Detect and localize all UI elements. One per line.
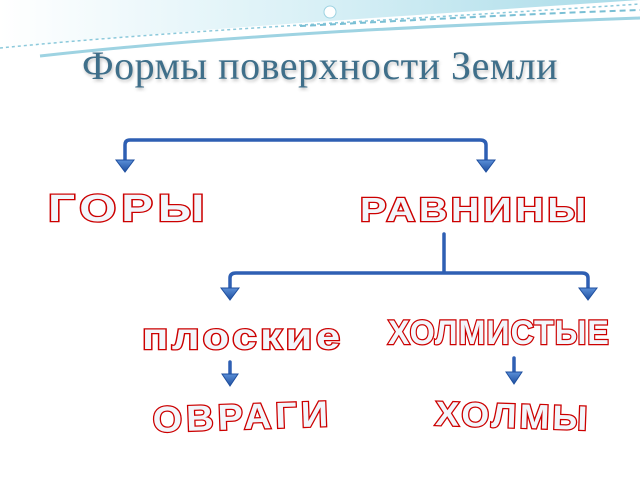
arrow-head-holmistye xyxy=(578,287,598,301)
node-ovragi: ОВРАГИ xyxy=(151,392,335,442)
node-holmy: ХОЛМЫ xyxy=(433,394,592,440)
decoration-dot xyxy=(323,5,337,19)
arrow-head-gory xyxy=(115,159,135,173)
top-branch-connector xyxy=(123,138,488,167)
holmistye-to-holmy-arrow xyxy=(505,356,523,385)
node-ploskie: плоские xyxy=(141,316,344,357)
node-holmistye: ХОЛМИСТЫЕ xyxy=(387,314,610,352)
arrow-head-ravniny xyxy=(476,159,496,173)
node-gory: ГОРЫ xyxy=(46,188,210,230)
ploskie-to-ovragi-arrow xyxy=(221,360,239,387)
page-title: Формы поверхности Земли xyxy=(81,43,558,88)
ravniny-branch-connector xyxy=(228,232,590,294)
node-ravniny: РАВНИНЫ xyxy=(358,191,590,228)
header-wave-decoration xyxy=(0,0,640,58)
arrow-head-ploskie xyxy=(220,287,240,301)
